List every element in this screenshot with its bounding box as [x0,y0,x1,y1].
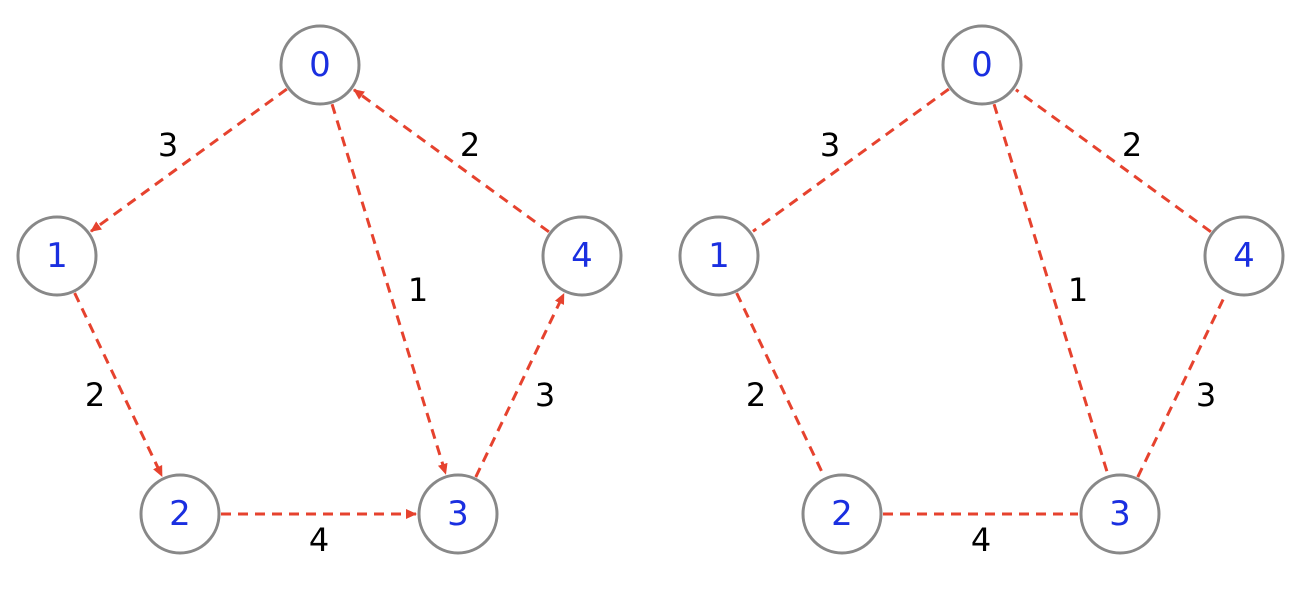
edge-4-0 [1015,88,1212,234]
edge-weight-3-4: 3 [1196,376,1216,414]
node-circle [541,215,623,297]
node-3: 3 [1079,473,1161,555]
edge-weight-0-1: 3 [820,126,840,164]
edge-0-3 [992,103,1110,475]
node-1: 1 [16,215,98,297]
node-label: 1 [708,236,730,276]
node-circle [139,473,221,555]
node-circle [16,215,98,297]
node-label: 3 [447,494,469,534]
edge-weight-2-3: 4 [971,521,991,559]
node-label: 2 [169,494,191,534]
undirected-graph: 3 2 4 1 3 2 0 1 2 3 4 [678,24,1285,559]
node-label: 4 [571,236,593,276]
node-circle [279,24,361,106]
edge-weight-0-3: 1 [1068,271,1088,309]
edge-weight-0-3: 1 [408,271,428,309]
node-label: 0 [309,45,331,85]
node-circle [1203,215,1285,297]
edge-weight-2-3: 4 [309,521,329,559]
node-4: 4 [541,215,623,297]
directed-graph: 3 2 4 1 3 2 0 1 2 3 4 [16,24,623,559]
edge-0-3 [330,103,448,475]
node-label: 1 [46,236,68,276]
node-3: 3 [417,473,499,555]
edge-weight-4-0: 2 [460,126,480,164]
node-label: 3 [1109,494,1131,534]
node-circle [1079,473,1161,555]
edge-4-0 [353,88,550,234]
edge-weight-1-2: 2 [746,376,766,414]
edge-0-1 [752,87,950,233]
node-0: 0 [941,24,1023,106]
node-1: 1 [678,215,760,297]
node-2: 2 [801,473,883,555]
node-label: 4 [1233,236,1255,276]
node-circle [941,24,1023,106]
node-2: 2 [139,473,221,555]
edge-weight-0-1: 3 [158,126,178,164]
edge-weight-3-4: 3 [535,376,555,414]
node-label: 0 [971,45,993,85]
node-0: 0 [279,24,361,106]
node-circle [678,215,760,297]
node-4: 4 [1203,215,1285,297]
node-circle [801,473,883,555]
edge-0-1 [90,87,288,233]
edge-weight-1-2: 2 [85,376,105,414]
edge-weight-4-0: 2 [1122,126,1142,164]
node-label: 2 [831,494,853,534]
node-circle [417,473,499,555]
